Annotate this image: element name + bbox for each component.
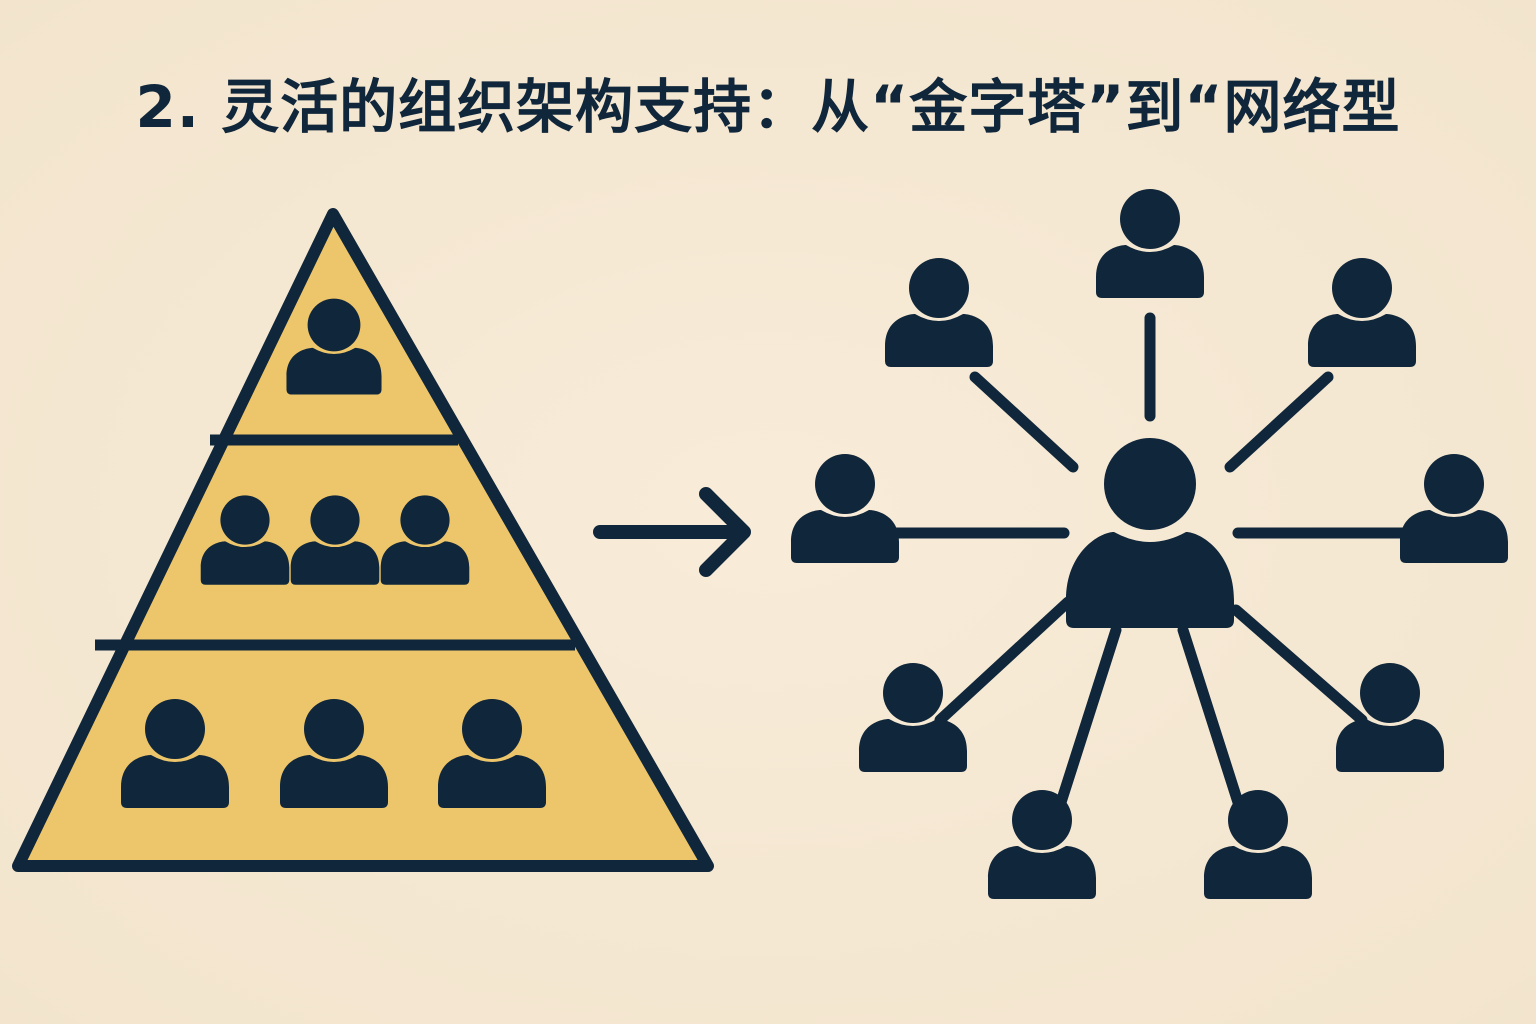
network-diagram <box>791 189 1508 899</box>
network-satellite-person-icon <box>1308 258 1416 367</box>
network-satellite-person-icon <box>988 790 1096 899</box>
network-satellite-person-icon <box>885 258 993 367</box>
network-link <box>969 371 1079 473</box>
network-link <box>1230 604 1368 726</box>
network-satellite-person-icon <box>1400 454 1508 563</box>
page-title: 2. 灵活的组织架构支持：从“金字塔”到“网络型 <box>135 73 1401 141</box>
network-satellite-person-icon <box>1096 189 1204 298</box>
pyramid-shape <box>12 208 714 872</box>
pyramid-diagram <box>12 208 714 872</box>
network-satellite-person-icon <box>791 454 899 563</box>
network-link <box>934 596 1074 726</box>
network-link <box>1177 624 1249 824</box>
network-satellite-person-icon <box>1204 790 1312 899</box>
network-link <box>1224 371 1334 473</box>
arrow-right-icon <box>593 487 751 577</box>
network-center-person-icon <box>1066 438 1234 628</box>
network-link <box>1050 624 1122 824</box>
